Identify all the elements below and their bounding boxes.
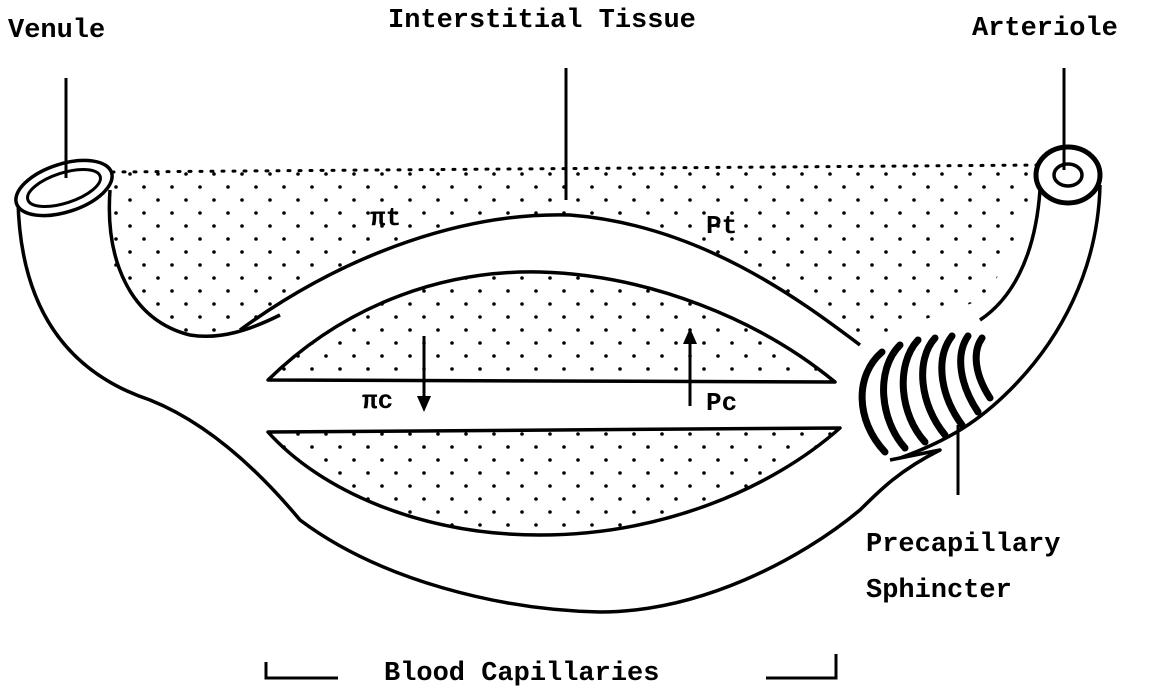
arteriole-label: Arteriole <box>972 16 1118 43</box>
arteriole-opening-inner <box>1054 164 1082 186</box>
upper-lens <box>268 272 835 382</box>
precapillary-sphincter <box>862 336 990 452</box>
pi-c-label: πc <box>362 388 393 414</box>
interstitial-tissue-label: Interstitial Tissue <box>388 8 696 35</box>
sphincter-label-line1: Precapillary <box>866 532 1060 559</box>
venule-label: Venule <box>8 18 105 45</box>
lower-lens <box>268 428 840 535</box>
p-c-label: Pc <box>706 390 737 416</box>
blood-capillaries-label: Blood Capillaries <box>384 661 659 688</box>
sphincter-label-line2: Sphincter <box>866 578 1012 605</box>
p-t-label: Pt <box>706 213 737 239</box>
pi-t-label: πt <box>370 205 401 231</box>
